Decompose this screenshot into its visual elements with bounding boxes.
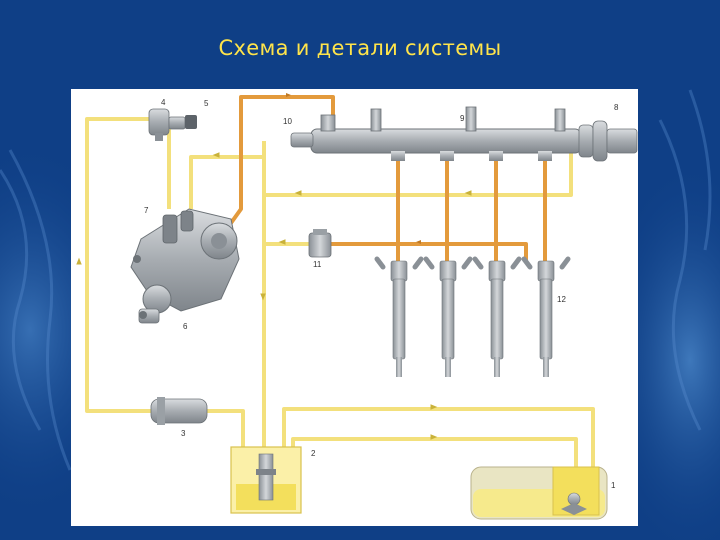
label-3: 3	[181, 429, 186, 438]
injector-3	[472, 256, 522, 377]
label-12: 12	[557, 295, 566, 304]
label-7: 7	[144, 206, 149, 215]
fuel-tank	[470, 466, 608, 520]
label-10: 10	[283, 117, 292, 126]
label-8: 8	[614, 103, 619, 112]
label-5: 5	[204, 99, 209, 108]
high-pressure-lines	[229, 95, 547, 261]
injector-4	[521, 256, 571, 377]
diagram-canvas: 1 2 3 4 5 6 7 8 9 10 11 12	[76, 93, 638, 520]
pressure-control-valve	[308, 229, 332, 258]
rail-pressure-sensor	[578, 120, 638, 162]
label-6: 6	[183, 322, 188, 331]
fuel-system-diagram: 1 2 3 4 5 6 7 8 9 10 11 12	[71, 89, 638, 526]
number-labels: 1 2 3 4 5 6 7 8 9 10 11 12	[144, 98, 619, 490]
label-2: 2	[311, 449, 316, 458]
high-pressure-pump	[130, 208, 240, 324]
label-11: 11	[313, 260, 322, 269]
injector-2	[423, 256, 473, 377]
fuel-filter	[150, 397, 208, 425]
label-9: 9	[460, 114, 465, 123]
label-1: 1	[611, 481, 616, 490]
reservoir-2	[230, 446, 302, 514]
high-pressure-arrow	[286, 93, 421, 244]
label-4: 4	[161, 98, 166, 107]
injectors	[374, 256, 571, 377]
slide-title: Схема и детали системы	[218, 36, 502, 60]
low-pressure-pump	[148, 108, 197, 141]
flow-arrows	[76, 152, 472, 440]
common-rail	[290, 106, 582, 161]
injector-1	[374, 256, 424, 377]
